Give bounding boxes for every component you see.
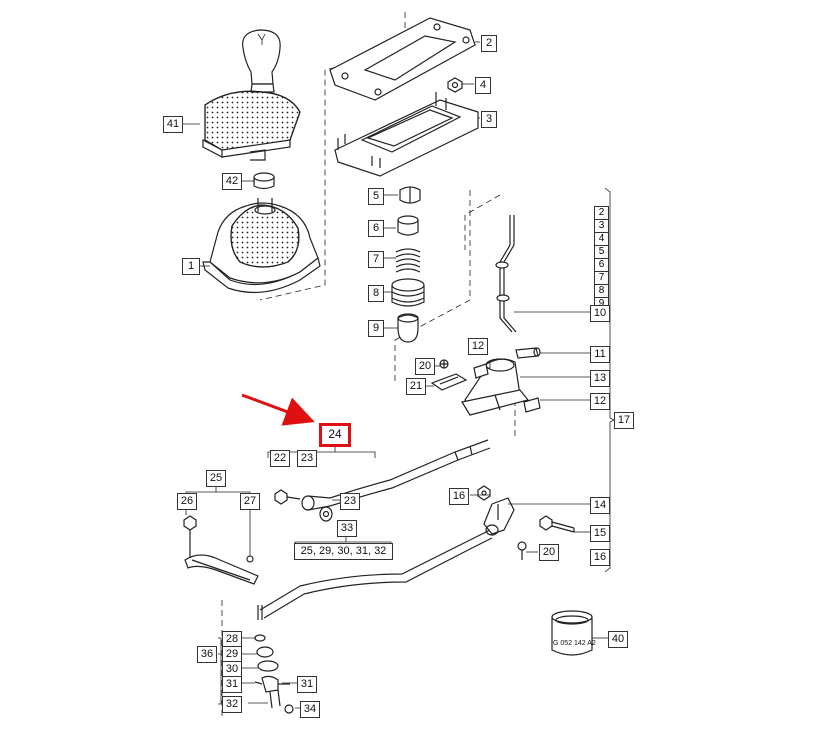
callout-32[interactable]: 32 (222, 696, 242, 713)
screw-20-lower (517, 541, 527, 560)
callout-2[interactable]: 2 (481, 35, 497, 52)
gasket-plate (329, 17, 476, 101)
gaiter-boot (202, 90, 301, 161)
callout-4[interactable]: 4 (475, 77, 491, 94)
callout-27[interactable]: 27 (240, 493, 260, 510)
callout-21[interactable]: 21 (406, 378, 426, 395)
lever-25 (184, 554, 259, 585)
callout-17[interactable]: 17 (614, 412, 634, 429)
callout-16-left[interactable]: 16 (449, 488, 469, 505)
bolt-15 (539, 515, 575, 533)
callout-36[interactable]: 36 (197, 646, 217, 663)
clip-12-upper (473, 363, 489, 379)
clip-12-lower (523, 397, 541, 413)
stack-item-7[interactable]: 7 (594, 272, 609, 285)
shift-lever (495, 215, 517, 333)
clip-5 (399, 186, 421, 204)
callout-stack-2-9: 2 3 4 5 6 7 8 9 (594, 206, 609, 311)
ring-42 (253, 172, 275, 190)
lever-housing (461, 358, 530, 416)
pin-11 (515, 347, 541, 359)
callout-10[interactable]: 10 (590, 305, 610, 322)
screw-20-upper (439, 359, 449, 369)
callout-3[interactable]: 3 (481, 111, 497, 128)
callout-8[interactable]: 8 (368, 285, 384, 302)
selector-cable (329, 439, 491, 507)
callout-13[interactable]: 13 (590, 370, 610, 387)
callout-6[interactable]: 6 (368, 220, 384, 237)
callout-25[interactable]: 25 (206, 470, 226, 487)
cable-end-23 (301, 495, 333, 522)
ring-40 (551, 610, 593, 656)
nut-4 (447, 77, 463, 93)
callout-42[interactable]: 42 (222, 173, 242, 190)
bushing-8 (391, 278, 425, 307)
callout-26[interactable]: 26 (177, 493, 197, 510)
highlight-arrow (241, 393, 315, 426)
callout-40[interactable]: 40 (608, 631, 628, 648)
callout-33[interactable]: 33 (337, 520, 357, 537)
lower-boot (202, 198, 321, 294)
callout-31-left[interactable]: 31 (222, 676, 242, 693)
stack-item-3[interactable]: 3 (594, 220, 609, 233)
callout-31-right[interactable]: 31 (297, 676, 317, 693)
dashed-frame-middle (394, 190, 471, 385)
callout-20-upper[interactable]: 20 (415, 358, 435, 375)
bolt-26 (183, 515, 197, 558)
bolt-22 (274, 489, 301, 505)
part-number-text: G 052 142 A2 (553, 640, 596, 647)
callout-group-33[interactable]: 25, 29, 30, 31, 32 (294, 543, 393, 560)
bracket-14 (483, 497, 515, 536)
callout-22[interactable]: 22 (270, 450, 290, 467)
callout-34[interactable]: 34 (300, 701, 320, 718)
callout-41[interactable]: 41 (163, 116, 183, 133)
callout-12-upper[interactable]: 12 (468, 338, 488, 355)
callout-9[interactable]: 9 (368, 320, 384, 337)
gear-linkage (254, 605, 294, 714)
housing-plate (334, 92, 479, 177)
stack-item-8[interactable]: 8 (594, 285, 609, 298)
callout-1[interactable]: 1 (182, 258, 200, 275)
shift-knob (242, 29, 281, 93)
callout-24-highlighted[interactable]: 24 (319, 423, 351, 447)
clip-27 (246, 555, 254, 563)
callout-7[interactable]: 7 (368, 251, 384, 268)
bushing-6 (397, 215, 419, 236)
callout-16-right[interactable]: 16 (590, 549, 610, 566)
stack-item-6[interactable]: 6 (594, 259, 609, 272)
shift-cable (259, 529, 493, 619)
callout-12-right[interactable]: 12 (590, 393, 610, 410)
plate-21 (430, 373, 468, 391)
stack-item-5[interactable]: 5 (594, 246, 609, 259)
callout-14[interactable]: 14 (590, 497, 610, 514)
nut-16 (477, 485, 491, 501)
dashed-frame-inner (464, 194, 501, 250)
callout-15[interactable]: 15 (590, 525, 610, 542)
callout-23-lower[interactable]: 23 (340, 493, 360, 510)
callout-20-lower[interactable]: 20 (539, 544, 559, 561)
callout-11[interactable]: 11 (590, 346, 610, 363)
stack-item-4[interactable]: 4 (594, 233, 609, 246)
spring-7 (395, 248, 421, 273)
ball-9 (397, 313, 419, 343)
callout-5[interactable]: 5 (368, 188, 384, 205)
stack-item-2[interactable]: 2 (594, 206, 609, 220)
callout-23-upper[interactable]: 23 (297, 450, 317, 467)
callout-28[interactable]: 28 (222, 631, 242, 648)
